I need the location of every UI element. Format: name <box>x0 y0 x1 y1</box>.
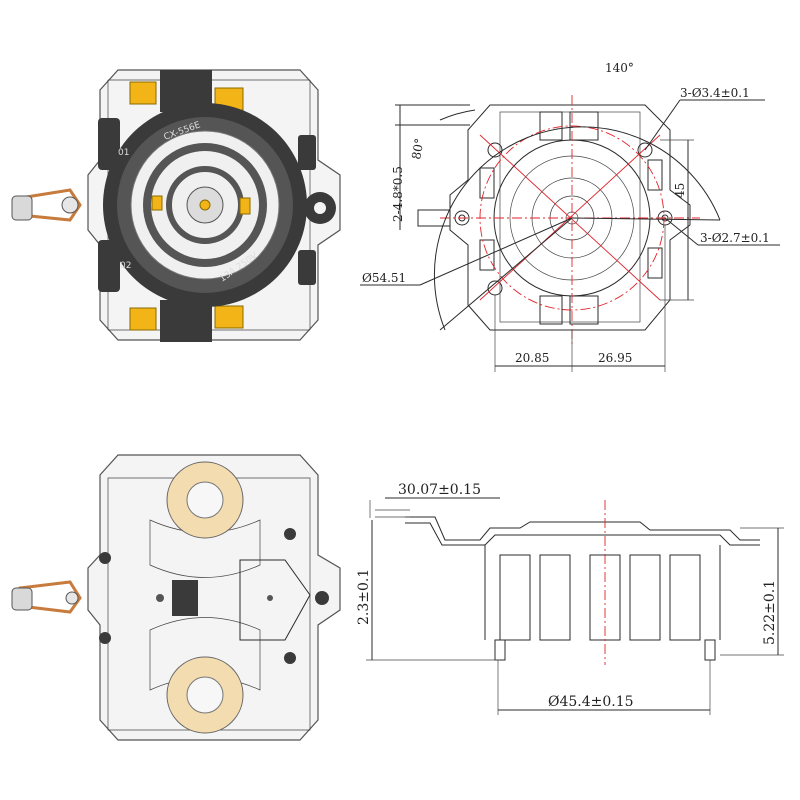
height-45-label: 45 <box>673 183 687 198</box>
angle-140-label: 140° <box>605 61 634 75</box>
angle-arc-140 <box>433 126 721 331</box>
terminal-bottom-left <box>129 307 157 331</box>
side-tab-left-bottom <box>98 240 120 292</box>
side-tab-left-top <box>98 118 120 170</box>
base-diameter-label: Ø45.4±0.15 <box>548 694 634 710</box>
width-left-label: 20.85 <box>515 351 549 365</box>
angle-80-label: 80° <box>409 137 426 160</box>
angle-arc-80 <box>439 109 476 121</box>
terminal-bottom-right <box>214 305 244 329</box>
copper-clip-bottom <box>11 580 82 614</box>
center-contact <box>172 580 198 616</box>
mount-hole-right <box>314 202 326 214</box>
dimensioned-top-view: 140° 80° 3-Ø3.4±0.1 3-Ø2.7±0.1 2-4.8*0.5… <box>360 61 780 372</box>
diameter-callout: Ø54.51 <box>362 271 406 285</box>
bottom-plate <box>87 454 341 741</box>
terminal-top-left <box>129 81 157 105</box>
housing-code-left: 01 <box>118 148 129 158</box>
housing-code-right: 02 <box>120 261 131 271</box>
width-right-label: 26.95 <box>598 351 632 365</box>
holes-top-callout: 3-Ø3.4±0.1 <box>680 86 750 100</box>
right-height-label: 5.22±0.1 <box>762 580 778 645</box>
side-view: 30.07±0.15 2.3±0.1 5.22±0.1 Ø45.4±0.15 <box>356 482 784 715</box>
center-pin <box>199 199 211 211</box>
top-view: CX-556E 13A 250V 01 02 <box>11 69 341 342</box>
copper-clip <box>11 188 82 222</box>
left-height-label: 2.3±0.1 <box>356 569 372 625</box>
hole-top-left <box>487 142 503 158</box>
top-offset-label: 30.07±0.15 <box>398 482 481 498</box>
bottom-view <box>11 454 341 741</box>
hole-top-right <box>637 142 653 158</box>
side-tab-right-top <box>298 135 316 170</box>
pin-dim-label: 2-4.8*0.5 <box>391 166 405 222</box>
holes-side-callout: 3-Ø2.7±0.1 <box>700 231 770 245</box>
side-tab-right-bottom <box>298 250 316 285</box>
connector-bottom <box>160 300 212 342</box>
